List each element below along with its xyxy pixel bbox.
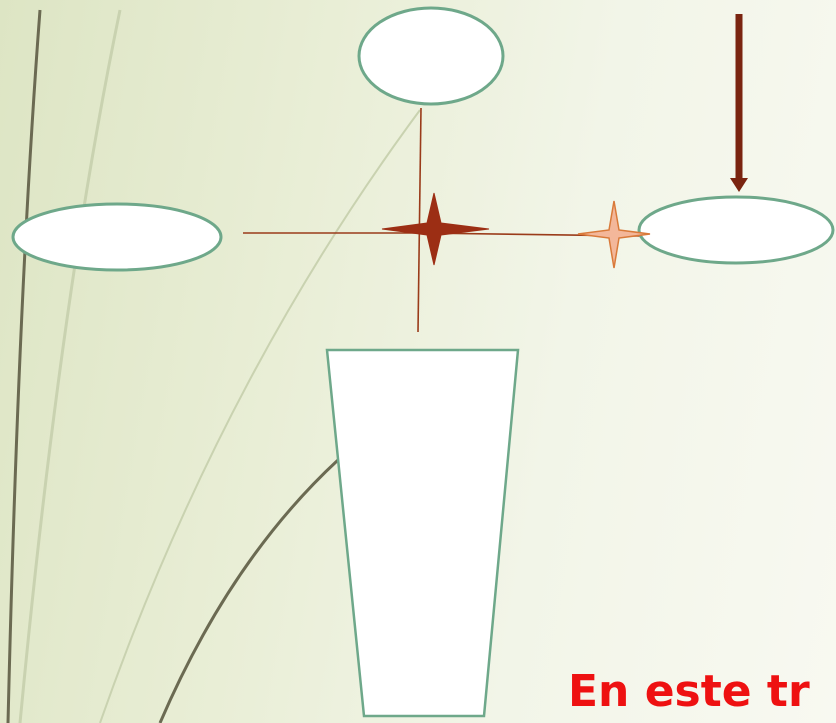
- ellipse-top: [357, 6, 505, 106]
- ellipse-left: [11, 202, 223, 272]
- arrow-head: [730, 178, 748, 192]
- trapezoid-container: [325, 348, 520, 718]
- ellipse-right: [637, 195, 835, 265]
- connector-top: [417, 107, 422, 333]
- decor-curve-dark-lower: [158, 458, 340, 723]
- decor-curve-dark-edge: [6, 9, 42, 723]
- star-large-icon: [381, 192, 490, 266]
- decor-curve-light-mid: [99, 109, 421, 723]
- caption-text: En este tr: [568, 666, 810, 717]
- decor-curve-light-left: [18, 9, 122, 723]
- star-small-icon: [577, 200, 651, 269]
